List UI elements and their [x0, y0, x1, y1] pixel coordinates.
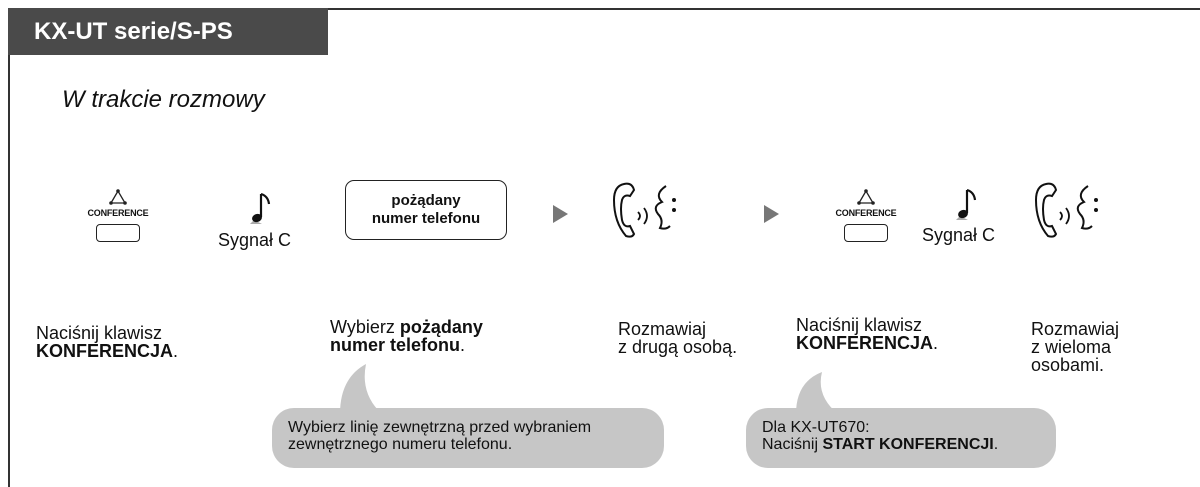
- dial-box-line2: numer telefonu: [371, 210, 481, 227]
- conference-key-label: CONFERENCE: [87, 208, 149, 218]
- step-1-end: .: [173, 341, 179, 361]
- step-5-text: Rozmawiaj z wieloma osobami.: [1031, 320, 1119, 374]
- talk-handset-icon: [1034, 182, 1098, 238]
- signal-c-label: Sygnał C: [218, 230, 292, 250]
- note-2-pre: Naciśnij: [762, 436, 823, 453]
- music-note-icon: [250, 192, 271, 224]
- talk-handset-icon: [612, 182, 676, 238]
- conference-triangle-icon: [109, 189, 127, 205]
- note-bubble-2: Dla KX-UT670: Naciśnij START KONFERENCJI…: [746, 408, 1056, 468]
- conference-button-icon: CONFERENCE: [78, 188, 158, 248]
- step-1-line1: Naciśnij klawisz: [36, 323, 163, 343]
- content-frame: [8, 8, 1200, 487]
- signal-c-label: Sygnał C: [922, 225, 996, 245]
- step-3-text: Rozmawiaj z drugą osobą.: [618, 320, 737, 356]
- note-2-end: .: [993, 436, 999, 453]
- note-2-line1: Dla KX-UT670:: [762, 419, 870, 436]
- music-note-icon: [956, 188, 977, 220]
- conference-key: [96, 224, 140, 242]
- step-4-text: Naciśnij klawisz KONFERENCJA.: [796, 316, 938, 352]
- conference-key: [844, 224, 888, 242]
- step-5-line2: z wieloma: [1031, 337, 1112, 357]
- note-2-bold: START KONFERENCJI: [822, 436, 994, 453]
- step-5-line3: osobami.: [1031, 355, 1105, 375]
- step-3-line2: z drugą osobą.: [618, 337, 738, 357]
- step-2-bold1: pożądany: [399, 317, 483, 337]
- step-3-line1: Rozmawiaj: [618, 319, 707, 339]
- step-4-bold: KONFERENCJA: [796, 333, 934, 353]
- dial-number-box: pożądany numer telefonu: [345, 180, 507, 240]
- arrow-right-icon: [764, 205, 779, 223]
- conference-button-icon: CONFERENCE: [826, 188, 906, 248]
- arrow-right-icon: [553, 205, 568, 223]
- step-4-line1: Naciśnij klawisz: [796, 315, 923, 335]
- note-1-line2: zewnętrznego numeru telefonu.: [288, 436, 513, 453]
- conference-key-label: CONFERENCE: [835, 208, 897, 218]
- step-1-bold: KONFERENCJA: [36, 341, 174, 361]
- note-bubble-tail: [796, 372, 838, 414]
- note-bubble-1: Wybierz linię zewnętrzną przed wybraniem…: [272, 408, 664, 468]
- step-4-end: .: [933, 333, 939, 353]
- step-2-text: Wybierz pożądany numer telefonu.: [330, 318, 483, 354]
- step-2-pre: Wybierz: [330, 317, 400, 337]
- subtitle: W trakcie rozmowy: [62, 86, 265, 113]
- note-bubble-tail: [340, 364, 382, 414]
- step-1-text: Naciśnij klawisz KONFERENCJA.: [36, 324, 178, 360]
- step-2-bold2: numer telefonu: [330, 335, 461, 355]
- step-5-line1: Rozmawiaj: [1031, 319, 1120, 339]
- conference-triangle-icon: [857, 189, 875, 205]
- dial-box-line1: pożądany: [391, 192, 461, 209]
- section-title: KX-UT serie/S-PS: [8, 8, 328, 55]
- note-1-line1: Wybierz linię zewnętrzną przed wybraniem: [288, 419, 592, 436]
- step-2-end: .: [460, 335, 466, 355]
